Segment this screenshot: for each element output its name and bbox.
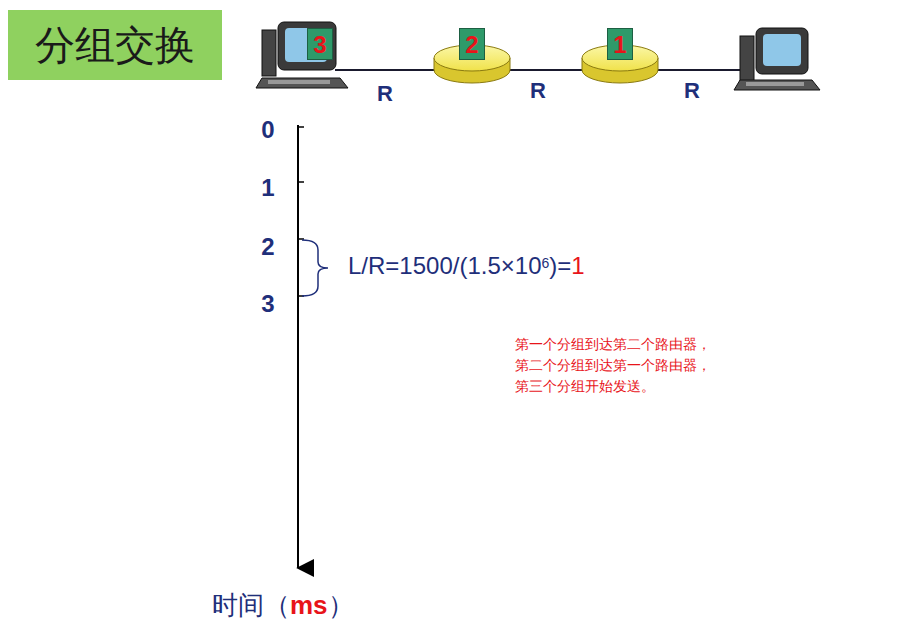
slide-title: 分组交换: [35, 18, 195, 73]
axis-title: 时间（: [212, 590, 290, 620]
packet-number: 2: [460, 31, 484, 59]
time-line: 时间（ms）: [212, 588, 354, 623]
tick-label: 0: [261, 116, 274, 144]
tick-label: 3: [261, 290, 274, 318]
tick-label: 2: [261, 233, 274, 261]
link-rate: R: [530, 78, 546, 104]
title-ground: [8, 10, 222, 80]
note: 第一个分组到达第二个路由器，: [515, 336, 711, 354]
axis-unit: ms: [290, 590, 328, 620]
time-axis: [297, 125, 299, 568]
brace: [302, 240, 328, 296]
formula-exponent: 6: [542, 255, 550, 271]
link-rate: R: [377, 81, 393, 107]
tick-label: 1: [261, 174, 274, 202]
packet-box: 2: [459, 28, 485, 60]
axis-ticks: [298, 127, 304, 296]
axis-title: ）: [328, 590, 354, 620]
link-line: [335, 69, 748, 71]
packet-box: 1: [607, 28, 633, 60]
formula: )=: [549, 252, 571, 279]
formula-line: L/R=1500/(1.5×106)=1: [348, 252, 585, 280]
packet-box: 3: [307, 28, 333, 60]
note: 第三个分组开始发送。: [515, 378, 655, 396]
formula-result: 1: [571, 252, 584, 279]
packet-number: 3: [308, 31, 332, 59]
link-rate: R: [684, 78, 700, 104]
host-computer: [734, 28, 820, 90]
note: 第二个分组到达第一个路由器，: [515, 357, 711, 375]
formula: L/R=1500/(1.5×10: [348, 252, 542, 279]
host-computer: [256, 22, 348, 88]
packet-number: 1: [608, 31, 632, 59]
